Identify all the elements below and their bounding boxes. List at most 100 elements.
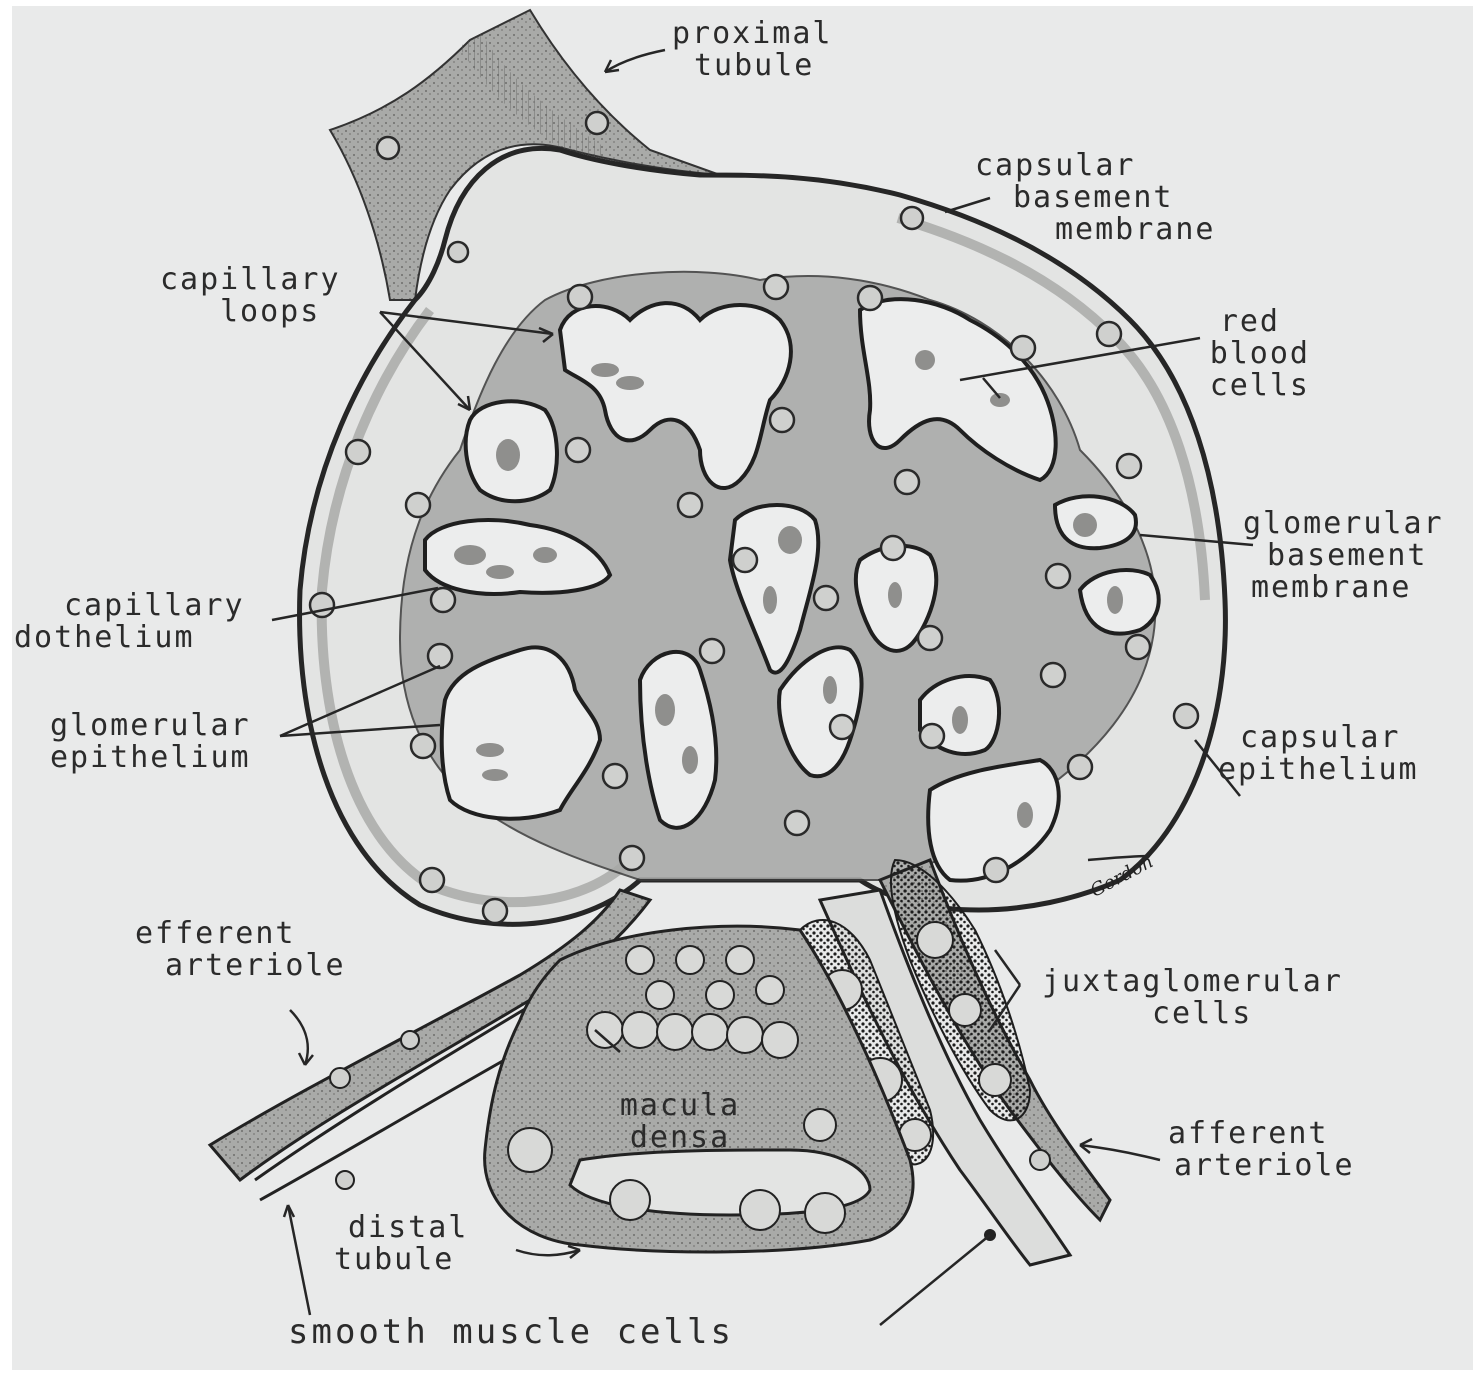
- red-blood-cell: [1107, 586, 1123, 614]
- label-capsular-basement-membrane: capsular basement membrane: [975, 150, 1216, 246]
- red-blood-cell: [496, 439, 520, 471]
- label-line: basement: [1243, 540, 1471, 572]
- cell-nucleus: [1011, 336, 1035, 360]
- cell-nucleus: [310, 593, 334, 617]
- label-proximal-tubule: proximal tubule: [672, 18, 833, 82]
- cell-nucleus: [346, 440, 370, 464]
- red-blood-cell: [952, 706, 968, 734]
- label-line: capillary: [160, 264, 341, 296]
- red-blood-cell: [915, 350, 935, 370]
- label-line: juxtaglomerular: [1042, 966, 1343, 998]
- label-capillary-loops: capillary loops: [160, 264, 341, 328]
- label-capsular-epithelium: capsular epithelium: [1218, 722, 1419, 786]
- cell-nucleus: [1126, 635, 1150, 659]
- red-blood-cell: [476, 743, 504, 757]
- label-line: epithelium: [1218, 754, 1419, 786]
- cell-nucleus: [483, 899, 507, 923]
- red-blood-cell: [990, 393, 1010, 407]
- label-line: densa: [590, 1122, 770, 1154]
- label-line: tubule: [672, 50, 833, 82]
- label-afferent-arteriole: afferent arteriole: [1168, 1118, 1355, 1182]
- label-glomerular-epithelium: glomerular epithelium: [50, 710, 251, 774]
- red-blood-cell: [1073, 513, 1097, 537]
- cell-nucleus: [881, 536, 905, 560]
- red-blood-cell: [1017, 802, 1033, 828]
- label-line: membrane: [975, 214, 1216, 246]
- label-line: capsular: [1218, 722, 1419, 754]
- red-blood-cell: [616, 376, 644, 390]
- label-macula-densa: macula densa: [590, 1090, 770, 1154]
- cell-nucleus: [918, 626, 942, 650]
- label-line: efferent: [135, 918, 346, 950]
- label-distal-tubule: distal tubule: [334, 1212, 468, 1276]
- label-line: smooth muscle cells: [288, 1316, 734, 1348]
- label-line: loops: [160, 296, 341, 328]
- label-line: glomerular: [1243, 508, 1471, 540]
- cell-nucleus: [1097, 322, 1121, 346]
- label-line: cells: [1042, 998, 1343, 1030]
- cell-nucleus: [568, 285, 592, 309]
- cell-nucleus: [984, 858, 1008, 882]
- cell-nucleus: [678, 493, 702, 517]
- cell-nucleus: [566, 438, 590, 462]
- red-blood-cell: [482, 769, 508, 781]
- cell-nucleus: [1041, 663, 1065, 687]
- cell-nucleus: [586, 112, 608, 134]
- label-line: capillary: [14, 590, 245, 622]
- cell-nucleus: [377, 137, 399, 159]
- cell-nucleus: [895, 470, 919, 494]
- cell-nucleus: [431, 588, 455, 612]
- cell-nucleus: [420, 868, 444, 892]
- label-line: arteriole: [135, 950, 346, 982]
- label-line: glomerular: [50, 710, 251, 742]
- cell-nucleus: [785, 811, 809, 835]
- cell-nucleus: [1174, 704, 1198, 728]
- label-line: epithelium: [50, 742, 251, 774]
- label-line: arteriole: [1168, 1150, 1355, 1182]
- cell-nucleus: [814, 586, 838, 610]
- red-blood-cell: [486, 565, 514, 579]
- label-line: distal: [334, 1212, 468, 1244]
- cell-nucleus: [1117, 454, 1141, 478]
- cell-nucleus: [920, 724, 944, 748]
- cell-nucleus: [858, 286, 882, 310]
- cell-nucleus: [603, 764, 627, 788]
- label-line: tubule: [334, 1244, 468, 1276]
- label-line: dothelium: [14, 622, 245, 654]
- cell-nucleus: [733, 548, 757, 572]
- label-line: capsular: [975, 150, 1216, 182]
- red-blood-cell: [888, 582, 902, 608]
- red-blood-cell: [454, 545, 486, 565]
- label-smooth-muscle-cells: smooth muscle cells: [288, 1316, 734, 1348]
- red-blood-cell: [655, 694, 675, 726]
- cell-nucleus: [901, 207, 923, 229]
- red-blood-cell: [533, 547, 557, 563]
- label-line: proximal: [672, 18, 833, 50]
- red-blood-cell: [591, 363, 619, 377]
- label-capillary-endothelium: capillary dothelium: [14, 590, 245, 654]
- label-juxtaglomerular-cells: juxtaglomerular cells: [1042, 966, 1343, 1030]
- label-line: afferent: [1168, 1118, 1355, 1150]
- red-blood-cell: [763, 586, 777, 614]
- cell-nucleus: [700, 639, 724, 663]
- label-line: macula: [590, 1090, 770, 1122]
- red-blood-cell: [823, 676, 837, 704]
- cell-nucleus: [1046, 564, 1070, 588]
- cell-nucleus: [448, 242, 468, 262]
- cell-nucleus: [830, 715, 854, 739]
- cell-nucleus: [411, 734, 435, 758]
- cell-nucleus: [1068, 755, 1092, 779]
- label-efferent-arteriole: efferent arteriole: [135, 918, 346, 982]
- label-glomerular-basement-membrane: glomerular basement membrane: [1243, 508, 1471, 604]
- label-red-blood-cells: red blood cells: [1180, 306, 1310, 402]
- cell-nucleus: [428, 644, 452, 668]
- label-line: cells: [1180, 370, 1310, 402]
- cell-nucleus: [406, 493, 430, 517]
- label-line: blood: [1180, 338, 1310, 370]
- label-line: basement: [975, 182, 1216, 214]
- cell-nucleus: [770, 408, 794, 432]
- label-line: red: [1180, 306, 1310, 338]
- cell-nucleus: [764, 275, 788, 299]
- cell-nucleus: [620, 846, 644, 870]
